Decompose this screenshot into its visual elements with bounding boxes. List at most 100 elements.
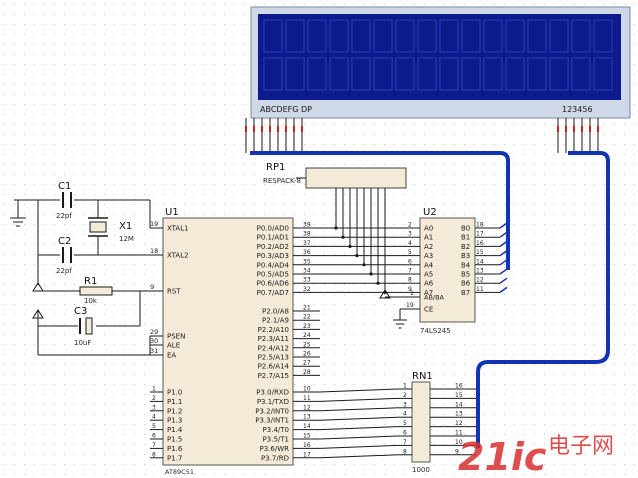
mcu-pin-number: 2 <box>152 395 156 402</box>
mcu-pin-number: 7 <box>152 442 156 449</box>
rn1-pin-number: 10 <box>455 439 463 446</box>
mcu-pin-name: P1.1 <box>167 398 182 406</box>
mcu-pin-name: P2.3/A11 <box>258 335 289 343</box>
junction-dot <box>369 272 373 276</box>
lcd-cell <box>461 19 481 53</box>
mcu-pin-name: P2.1/A9 <box>262 317 289 325</box>
c2-value: 22pf <box>56 267 72 275</box>
mcu-pin-name: EA <box>167 352 176 360</box>
lcd-cell <box>417 19 437 53</box>
rn1-body <box>411 381 431 463</box>
rp1-body <box>305 167 407 189</box>
buffer-pin-name: CE <box>424 306 433 314</box>
junction-dot <box>341 235 345 239</box>
rn1-pin-number: 14 <box>455 401 463 408</box>
rn1-ref: RN1 <box>412 371 433 382</box>
p3-to-rn1-wire <box>319 426 399 431</box>
lcd-pin-marker <box>597 126 599 132</box>
buffer-pin-number: 11 <box>476 286 484 293</box>
rp1-ref: RP1 <box>266 162 285 173</box>
buffer-pin-name: B1 <box>461 234 470 242</box>
p3-to-rn1-wire <box>319 388 399 393</box>
buffer-body <box>419 217 476 323</box>
lcd-cell <box>439 57 459 91</box>
mcu-pin-name: P2.4/A12 <box>258 344 289 352</box>
mcu-pin-name: P0.0/AD0 <box>257 225 289 233</box>
junction-dot <box>348 244 352 248</box>
rn1-pin-number: 9 <box>455 448 459 455</box>
mcu-pin-number: 5 <box>152 423 156 430</box>
mcu-pin-number: 11 <box>303 395 311 402</box>
mcu-pin-name: P1.7 <box>167 454 182 462</box>
resistor-r1: R1 10k <box>79 276 113 305</box>
lcd-cell <box>351 19 371 53</box>
mcu-pin-name: P3.3/INT1 <box>255 417 289 425</box>
buffer-pin-number: 16 <box>476 240 484 247</box>
site-watermark: 21ic 电子网 <box>458 434 614 478</box>
buffer-pin-name: A2 <box>424 243 433 251</box>
lcd-pin-marker <box>285 126 287 132</box>
mcu-pin-number: 38 <box>303 231 311 238</box>
u2-bus-entry <box>499 268 508 275</box>
mcu-pin-number: 3 <box>152 404 156 411</box>
mcu-pin-number: 14 <box>303 423 311 430</box>
mcu-pin-number: 37 <box>303 240 311 247</box>
mcu-pin-name: XTAL2 <box>167 252 189 260</box>
mcu-pin-number: 29 <box>150 328 158 336</box>
buffer-pin-name: B0 <box>461 225 470 233</box>
lcd-cell <box>351 57 371 91</box>
mcu-pin-name: P3.2/INT0 <box>255 407 289 415</box>
lcd-cell <box>571 19 591 53</box>
lcd-cell <box>307 57 327 91</box>
mcu-pin-number: 13 <box>303 414 311 421</box>
r1-value: 10k <box>84 297 98 305</box>
mcu-pin-name: ALE <box>167 342 180 350</box>
lcd-pin-marker <box>565 126 567 132</box>
x1-ref: X1 <box>119 221 132 232</box>
mcu-pin-name: P3.4/T0 <box>263 426 289 434</box>
p3-to-rn1-wire <box>319 397 399 402</box>
lcd-display: ABCDEFG DP 123456 <box>245 6 631 153</box>
vcc-arrow-c3 <box>32 309 44 319</box>
rn1-pin-number: 15 <box>455 392 463 399</box>
buffer-part: 74LS245 <box>420 327 451 335</box>
buffer-pin-name: B6 <box>461 280 471 288</box>
signal-wires <box>319 188 508 459</box>
rn1-pin-number: 1 <box>403 383 407 390</box>
lcd-pin-marker <box>589 126 591 132</box>
mcu-pin-name: P0.7/AD7 <box>257 289 289 297</box>
buffer-pin-number: 13 <box>476 268 484 275</box>
mcu-part: AT89C51 <box>165 468 194 476</box>
mcu-pin-name: P1.4 <box>167 426 183 434</box>
lcd-pin-marker <box>293 126 295 132</box>
mcu-pin-name: P3.0/RXD <box>256 389 289 397</box>
mcu-pin-name: P3.7/RD <box>261 454 289 462</box>
rn1-pin-number: 4 <box>403 411 407 418</box>
buffer-pin-number: 19 <box>406 302 414 309</box>
lcd-cell <box>263 57 283 91</box>
buffer-pin-number: 9 <box>408 286 412 293</box>
lcd-pin-marker <box>581 126 583 132</box>
buffer-pin-name: AB/BA <box>424 294 445 302</box>
mcu-pin-name: P0.1/AD1 <box>257 234 289 242</box>
lcd-pin-marker <box>245 126 247 132</box>
c3-value: 10uF <box>74 339 91 347</box>
mcu-ref: U1 <box>165 207 179 218</box>
p3-to-rn1-wire <box>319 407 399 412</box>
mcu-pin-number: 26 <box>303 351 311 358</box>
lcd-cell <box>417 57 437 91</box>
buffer-ref: U2 <box>423 207 437 218</box>
lcd-digit-cells <box>263 19 613 91</box>
mcu-pin-number: 33 <box>303 277 311 284</box>
rn1-value: 1000 <box>412 466 430 474</box>
buffer-pin-name: B7 <box>461 289 470 297</box>
buffer-pin-number: 2 <box>408 222 412 229</box>
mcu-pin-number: 31 <box>150 347 158 355</box>
u2-bus-entry <box>499 240 508 248</box>
buffer-pin-number: 15 <box>476 249 484 256</box>
watermark-brand: 电子网 <box>548 434 614 459</box>
mcu-pin-number: 36 <box>303 249 311 256</box>
buffer-pin-number: 4 <box>408 240 412 247</box>
